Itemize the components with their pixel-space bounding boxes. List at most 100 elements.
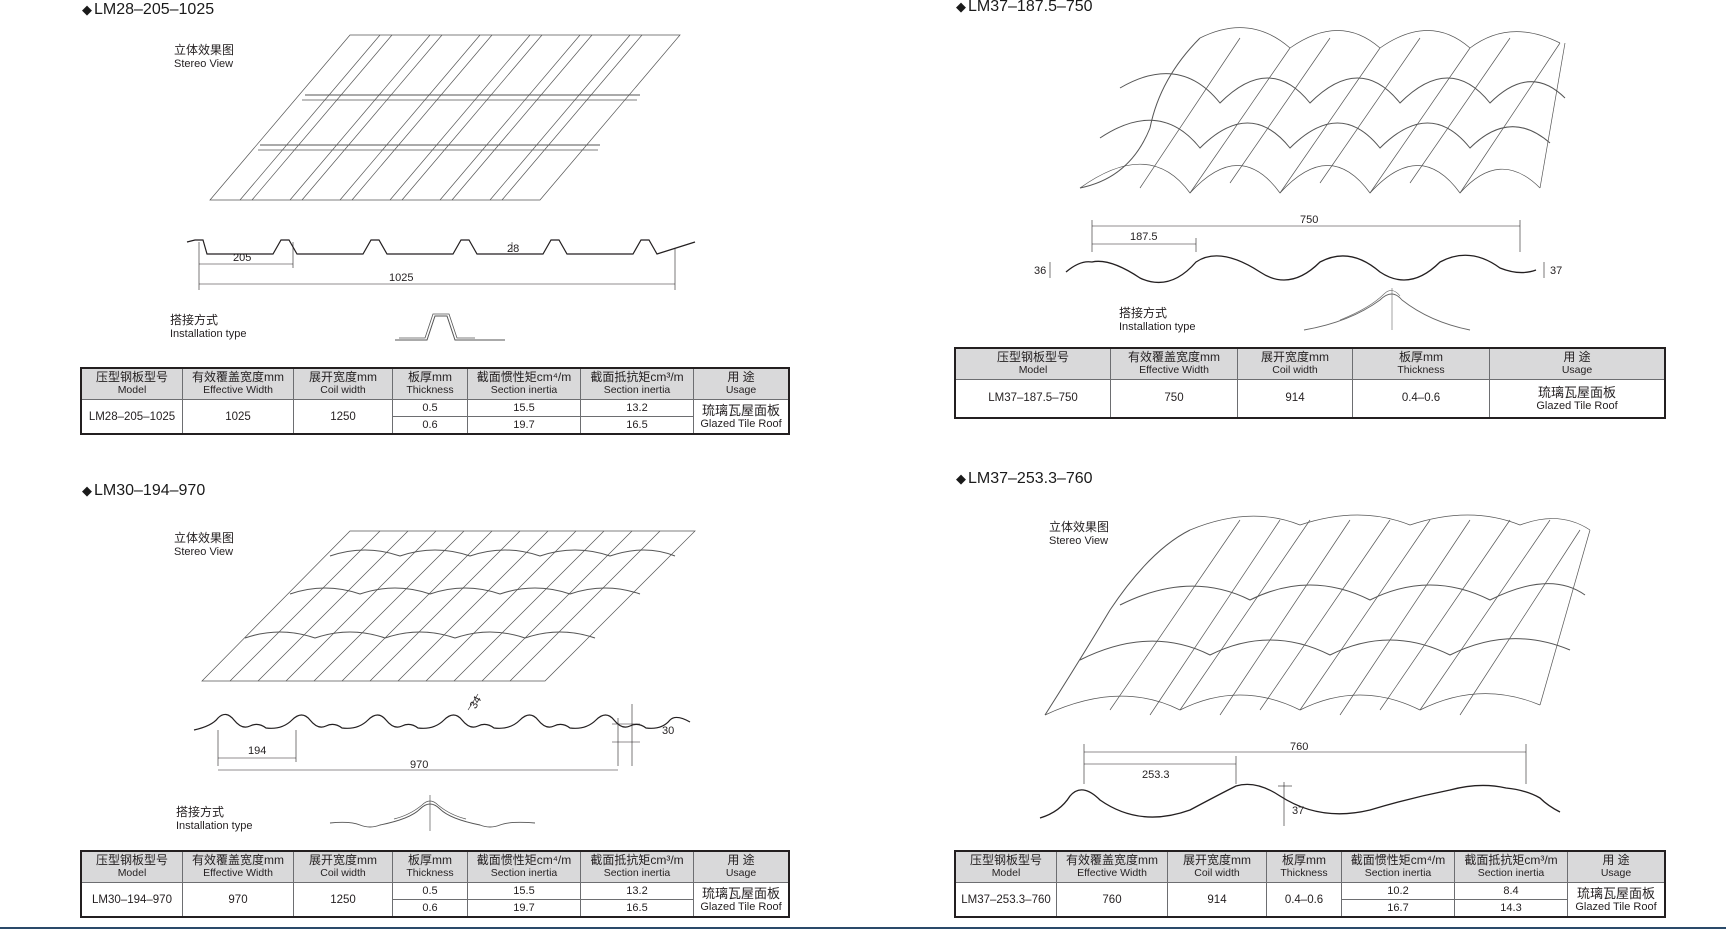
cell-thickness: 0.6 — [392, 416, 468, 435]
cell-inertia: 19.7 — [467, 416, 581, 435]
cell-effective-width: 760 — [1056, 882, 1168, 918]
cell-thickness: 0.4–0.6 — [1266, 882, 1342, 918]
product-title-text: LM37–253.3–760 — [968, 470, 1093, 487]
cell-effective-width: 970 — [182, 882, 294, 918]
profile-drawing: 187.5 750 36 37 — [1034, 214, 1562, 331]
page-bottom-rule — [0, 927, 1726, 929]
diamond-bullet-icon: ◆ — [956, 471, 966, 486]
caption-zh: 搭接方式 — [176, 805, 225, 819]
dim-pitch: 194 — [248, 745, 266, 757]
cell-thickness: 0.6 — [392, 899, 468, 918]
stereo-view-caption: 立体效果图 Stereo View — [174, 44, 234, 71]
diamond-bullet-icon: ◆ — [956, 0, 966, 14]
dim-width: 970 — [410, 759, 428, 771]
caption-en: Installation type — [1119, 321, 1196, 333]
stereo-view-drawing — [209, 34, 681, 201]
caption-en: Installation type — [176, 820, 253, 832]
cell-modulus: 16.5 — [580, 416, 694, 435]
table-row: LM30–194–970 970 1250 0.5 15.5 13.2 琉璃瓦屋… — [80, 882, 790, 918]
table-row: 0.6 19.7 16.5 — [81, 899, 789, 918]
installation-drawing — [329, 795, 536, 831]
cell-coil-width: 1250 — [293, 399, 393, 435]
dim-pitch: 187.5 — [1130, 231, 1158, 243]
caption-zh: 搭接方式 — [170, 313, 219, 327]
cell-effective-width: 750 — [1110, 379, 1238, 418]
caption-zh: 立体效果图 — [174, 531, 235, 545]
dim-height: 30 — [662, 725, 674, 737]
cell-inertia: 19.7 — [467, 899, 581, 918]
installation-caption: 搭接方式 Installation type — [1119, 307, 1195, 334]
table-row: 0.6 19.7 16.5 — [81, 416, 789, 435]
product-title: ◆LM30–194–970 — [82, 482, 205, 500]
cell-model: LM37–187.5–750 — [954, 379, 1111, 418]
caption-en: Stereo View — [174, 546, 234, 558]
dim-height-right: 37 — [1550, 265, 1562, 277]
product-title-text: LM28–205–1025 — [94, 1, 215, 18]
cell-inertia: 15.5 — [467, 882, 581, 900]
dim-width: 760 — [1290, 741, 1308, 753]
table-row: LM28–205–1025 1025 1250 0.5 15.5 13.2 琉璃… — [80, 399, 790, 435]
cell-model: LM37–253.3–760 — [954, 882, 1057, 918]
dim-slope: 34 — [468, 694, 485, 711]
caption-zh: 立体效果图 — [1049, 520, 1110, 534]
caption-en: Stereo View — [174, 58, 234, 70]
stereo-view-drawing — [201, 530, 696, 682]
installation-caption: 搭接方式 Installation type — [176, 806, 252, 833]
installation-caption: 搭接方式 Installation type — [170, 314, 246, 341]
diamond-bullet-icon: ◆ — [82, 483, 92, 498]
cell-inertia: 10.2 — [1341, 882, 1455, 900]
stereo-view-caption: 立体效果图 Stereo View — [1049, 521, 1109, 548]
profile-drawing: 253.3 760 37 — [1039, 741, 1561, 826]
cell-thickness: 0.5 — [392, 882, 468, 900]
cell-effective-width: 1025 — [182, 399, 294, 435]
cell-model: LM30–194–970 — [80, 882, 183, 918]
table-row: LM37–253.3–760 760 914 0.4–0.6 10.2 8.4 … — [954, 882, 1666, 918]
stereo-view-drawing — [1079, 27, 1566, 194]
installation-drawing — [395, 313, 505, 341]
cell-modulus: 8.4 — [1454, 882, 1568, 900]
product-title-text: LM30–194–970 — [94, 482, 206, 499]
dim-height: 37 — [1292, 805, 1304, 817]
cell-inertia: 16.7 — [1341, 899, 1455, 918]
cell-modulus: 14.3 — [1454, 899, 1568, 918]
product-title-text: LM37–187.5–750 — [968, 0, 1093, 15]
dim-height: 28 — [507, 243, 519, 255]
product-title: ◆LM28–205–1025 — [82, 1, 214, 19]
cell-coil-width: 914 — [1237, 379, 1353, 418]
profile-drawing: 205 1025 28 — [186, 239, 696, 290]
cell-modulus: 13.2 — [580, 399, 694, 417]
dim-width: 750 — [1300, 214, 1318, 226]
caption-zh: 立体效果图 — [174, 43, 235, 57]
stereo-view-caption: 立体效果图 Stereo View — [174, 532, 234, 559]
caption-en: Installation type — [170, 328, 247, 340]
cell-coil-width: 1250 — [293, 882, 393, 918]
cell-inertia: 15.5 — [467, 399, 581, 417]
dim-width: 1025 — [389, 272, 413, 284]
